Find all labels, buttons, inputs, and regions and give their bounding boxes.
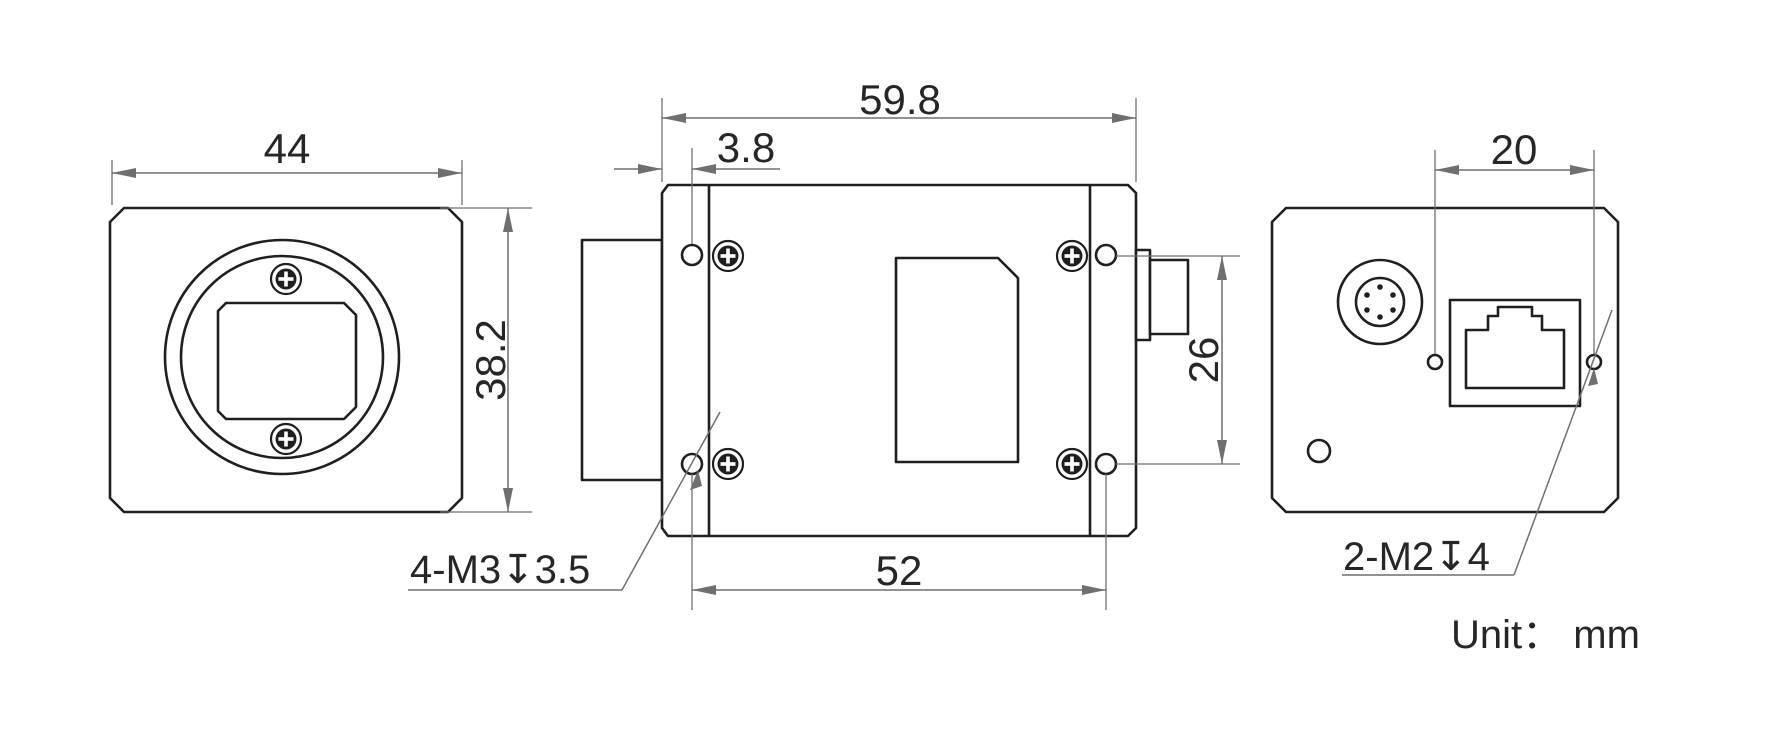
lens-protrusion — [580, 238, 664, 482]
housing-screw-icon — [1055, 447, 1089, 481]
front-height-label: 38.2 — [467, 319, 514, 401]
side-view: 59.8 3.8 52 26 4-M3↧3.5 — [408, 76, 1240, 610]
sensor-window — [216, 301, 358, 421]
mounting-hole — [1094, 452, 1118, 476]
label-plate — [894, 256, 1020, 464]
side-holes-callout: 4-M3↧3.5 — [410, 548, 590, 592]
rear-hole-spacing-label: 20 — [1491, 126, 1538, 173]
rear-connector — [1148, 258, 1190, 336]
front-width-label: 44 — [264, 125, 311, 172]
side-length-label: 59.8 — [859, 76, 941, 123]
front-view: 44 38.2 — [108, 125, 532, 514]
ethernet-port-icon — [1464, 305, 1566, 390]
mounting-hole — [680, 243, 704, 267]
hole-spacing-vertical-label: 26 — [1180, 337, 1227, 384]
rear-holes-callout: 2-M2↧4 — [1343, 535, 1490, 579]
rear-view: 20 2-M2↧4 — [1270, 126, 1620, 579]
unit-note: Unit： mm — [1451, 613, 1640, 657]
housing-screw-icon — [711, 239, 745, 273]
io-connector-face — [1354, 276, 1406, 328]
hole-spacing-horizontal-label: 52 — [876, 547, 923, 594]
mount-screw-icon — [269, 422, 303, 456]
rear-connector-stub — [1134, 248, 1152, 342]
status-led — [1306, 438, 1332, 464]
mount-screw-icon — [269, 262, 303, 296]
rear-mounting-hole — [1426, 353, 1444, 371]
housing-screw-icon — [1055, 239, 1089, 273]
housing-screw-icon — [711, 447, 745, 481]
mounting-hole — [1094, 243, 1118, 267]
flange-offset-label: 3.8 — [717, 124, 775, 171]
